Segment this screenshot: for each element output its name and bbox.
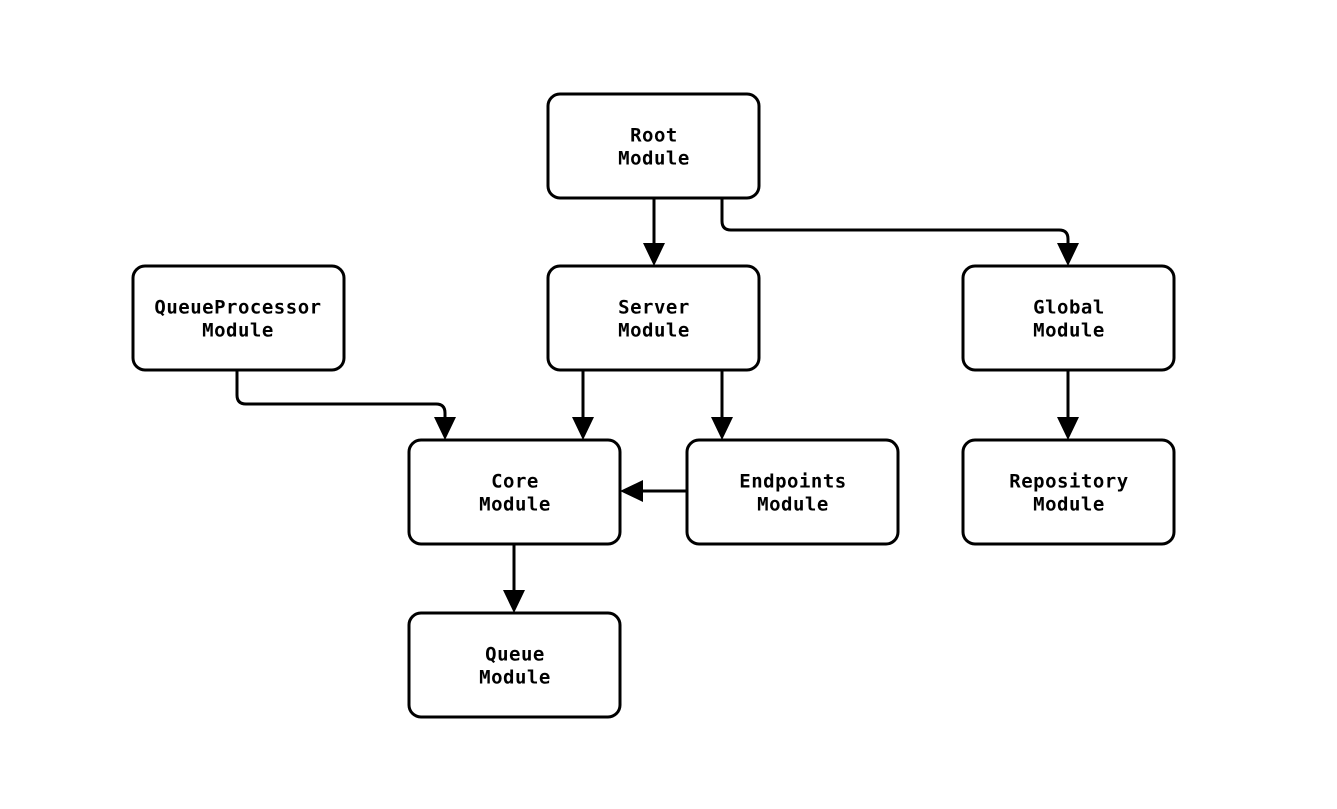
edge-root-to-server xyxy=(643,198,665,266)
node-global-module-label-line2: Module xyxy=(1033,320,1105,342)
edge-global-to-repository xyxy=(1057,370,1079,440)
node-core-module-box[interactable] xyxy=(407,438,622,546)
node-server-module-box[interactable] xyxy=(546,264,761,372)
node-root-module-label-line1: Root xyxy=(630,125,678,147)
node-root-module-label-line2: Module xyxy=(618,148,690,170)
node-root-module-box[interactable] xyxy=(546,92,761,200)
node-repository-module-label-line2: Module xyxy=(1033,494,1105,516)
node-core-module-label-line1: Core xyxy=(491,471,539,493)
node-repository-module[interactable]: Repository Module xyxy=(961,438,1176,546)
node-global-module-label-line1: Global xyxy=(1033,297,1105,319)
node-queue-module[interactable]: Queue Module xyxy=(407,611,622,719)
node-queueprocessor-module[interactable]: QueueProcessor Module xyxy=(131,264,346,372)
node-queueprocessor-module-label-line2: Module xyxy=(202,320,274,342)
node-queue-module-box[interactable] xyxy=(407,611,622,719)
node-endpoints-module[interactable]: Endpoints Module xyxy=(685,438,900,546)
node-global-module-box[interactable] xyxy=(961,264,1176,372)
node-queueprocessor-module-box[interactable] xyxy=(131,264,346,372)
node-core-module[interactable]: Core Module xyxy=(407,438,622,546)
node-endpoints-module-box[interactable] xyxy=(685,438,900,546)
node-root-module[interactable]: Root Module xyxy=(546,92,761,200)
edge-core-to-queue xyxy=(503,544,525,613)
node-server-module[interactable]: Server Module xyxy=(546,264,761,372)
edge-layer xyxy=(235,198,1079,613)
node-queue-module-label-line2: Module xyxy=(479,667,551,689)
node-repository-module-label-line1: Repository xyxy=(1009,471,1128,493)
node-endpoints-module-label-line2: Module xyxy=(757,494,829,516)
node-queueprocessor-module-label-line1: QueueProcessor xyxy=(154,297,321,319)
node-layer: Root Module QueueProcessor Module Server… xyxy=(131,92,1176,719)
edge-endpoints-to-core xyxy=(620,480,687,502)
node-server-module-label-line1: Server xyxy=(618,297,690,319)
node-endpoints-module-label-line1: Endpoints xyxy=(739,471,846,493)
edge-root-to-global xyxy=(720,198,1079,266)
edge-server-to-core xyxy=(572,370,594,440)
edge-queueprocessor-to-core xyxy=(235,370,456,440)
node-core-module-label-line2: Module xyxy=(479,494,551,516)
node-global-module[interactable]: Global Module xyxy=(961,264,1176,372)
edge-server-to-endpoints xyxy=(711,370,733,440)
node-repository-module-box[interactable] xyxy=(961,438,1176,546)
node-server-module-label-line2: Module xyxy=(618,320,690,342)
node-queue-module-label-line1: Queue xyxy=(485,644,545,666)
